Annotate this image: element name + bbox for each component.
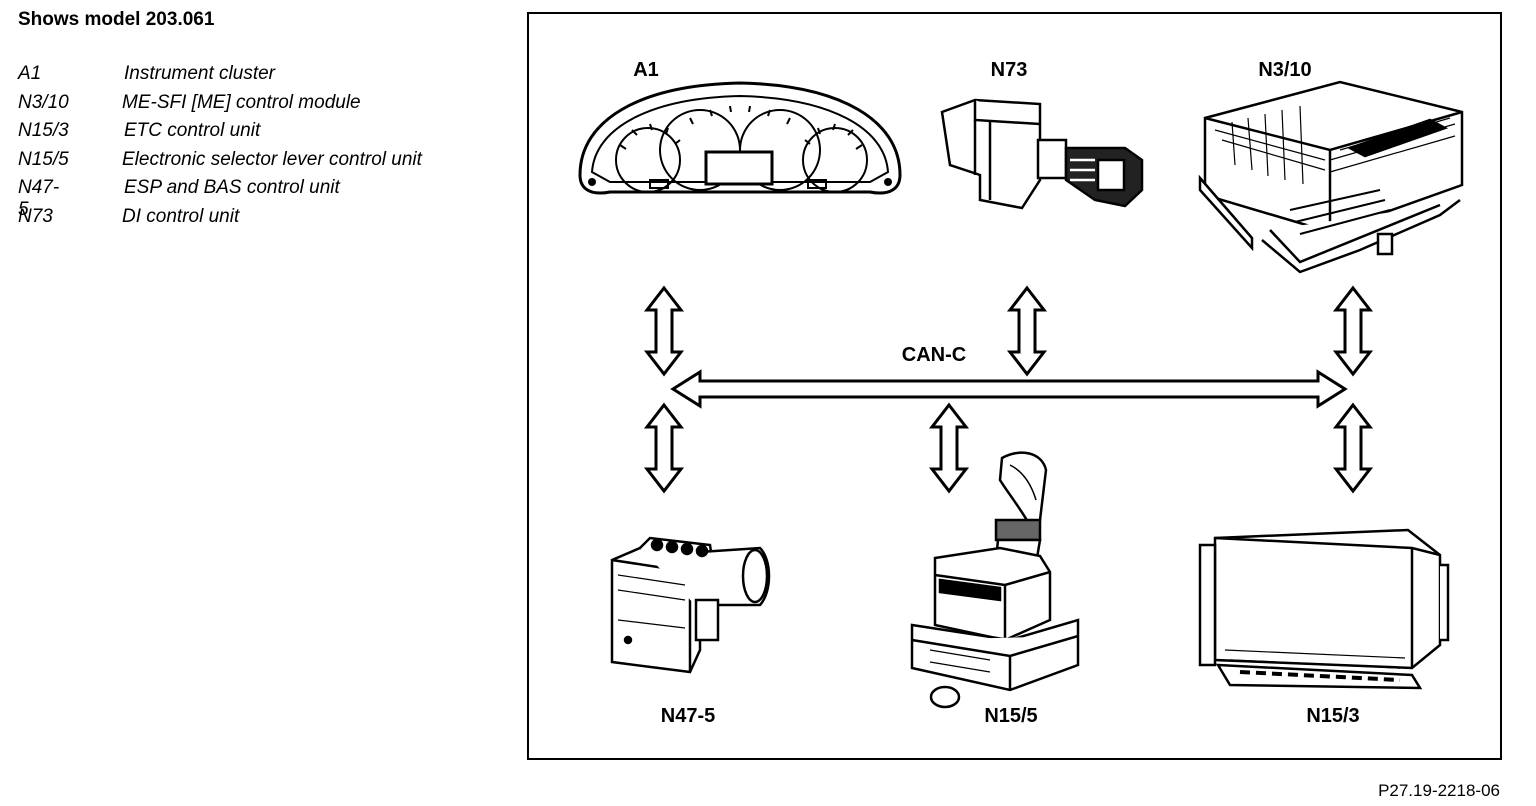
ignition-switch-icon — [940, 98, 1144, 210]
connector-arrow-a1 — [643, 285, 685, 377]
legend-code: N15/3 — [18, 120, 69, 141]
connector-arrow-n47-5 — [643, 402, 685, 494]
diagram-frame — [527, 12, 1502, 760]
instrument-cluster-icon — [578, 81, 902, 195]
component-label-n3-10: N3/10 — [1258, 59, 1311, 81]
selector-lever-icon — [910, 451, 1080, 709]
connector-arrow-n73 — [1006, 285, 1048, 377]
connector-arrow-n15-5 — [928, 402, 970, 494]
legend-description: ME-SFI [ME] control module — [122, 91, 361, 113]
component-label-a1: A1 — [633, 59, 659, 81]
legend-description: ETC control unit — [124, 120, 261, 141]
can-bus-line — [670, 369, 1348, 409]
legend-code: N15/5 — [18, 148, 69, 170]
legend-description: DI control unit — [122, 205, 240, 227]
component-label-n15-3: N15/3 — [1306, 705, 1359, 727]
me-sfi-control-module-icon — [1198, 80, 1464, 274]
legend-code: A1 — [18, 63, 42, 84]
connector-arrow-n15-3 — [1332, 402, 1374, 494]
bus-label: CAN-C — [902, 344, 966, 366]
component-label-n47-5: N47-5 — [661, 705, 715, 727]
legend-description: ESP and BAS control unit — [124, 177, 340, 198]
component-label-n73: N73 — [991, 59, 1028, 81]
page-title: Shows model 203.061 — [18, 9, 215, 30]
legend-description: Instrument cluster — [124, 63, 275, 84]
figure-id: P27.19-2218-06 — [1378, 781, 1500, 800]
component-label-n15-5: N15/5 — [984, 705, 1037, 727]
legend-description: Electronic selector lever control unit — [122, 148, 422, 170]
etc-control-unit-icon — [1198, 528, 1450, 690]
legend-code: N3/10 — [18, 91, 69, 113]
legend-code: N73 — [18, 205, 53, 227]
esp-bas-control-unit-icon — [610, 536, 771, 674]
connector-arrow-n3-10 — [1332, 285, 1374, 377]
legend-code: N47-5 — [18, 177, 60, 220]
